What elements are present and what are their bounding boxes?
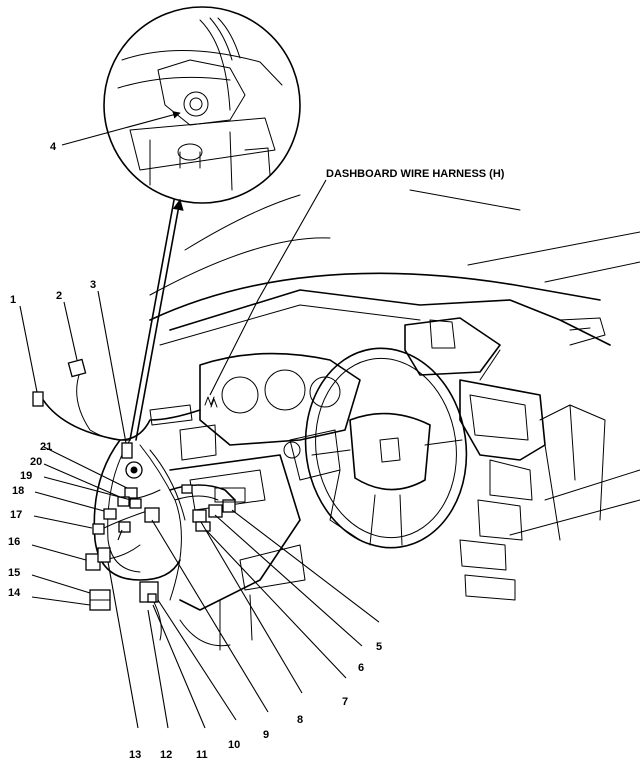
callout-10: 10 xyxy=(228,739,240,751)
connector-21 xyxy=(124,487,138,499)
connector-6 xyxy=(208,504,223,518)
callout-12: 12 xyxy=(160,749,172,761)
callout-5: 5 xyxy=(376,641,382,653)
callout-numbers: 1 2 3 4 5 6 7 8 9 10 11 12 13 14 15 16 1… xyxy=(8,141,382,761)
connector-5 xyxy=(222,499,236,513)
callout-21: 21 xyxy=(40,441,52,453)
connector-3 xyxy=(121,442,133,459)
callout-19: 19 xyxy=(20,470,32,482)
connector-17b xyxy=(92,523,105,535)
callout-6: 6 xyxy=(358,662,364,674)
connector-2 xyxy=(67,358,87,378)
callout-16: 16 xyxy=(8,536,20,548)
callout-8: 8 xyxy=(297,714,303,726)
connector-9 xyxy=(144,507,160,523)
callout-3: 3 xyxy=(90,279,96,291)
connector-20 xyxy=(117,496,130,507)
connectors xyxy=(32,358,246,611)
callout-14: 14 xyxy=(8,587,21,599)
callout-9: 9 xyxy=(263,729,269,741)
callout-11: 11 xyxy=(196,749,208,761)
connector-7 xyxy=(195,521,211,532)
callout-4: 4 xyxy=(50,141,57,153)
connector-18 xyxy=(103,508,117,520)
callout-18: 18 xyxy=(12,485,24,497)
harness-label: DASHBOARD WIRE HARNESS (H) xyxy=(326,168,505,180)
steering-wheel xyxy=(304,347,468,549)
connector-17 xyxy=(118,521,131,533)
dashboard-outline xyxy=(149,189,640,651)
callout-7: 7 xyxy=(342,696,348,708)
callout-1: 1 xyxy=(10,294,16,306)
inset-arrow xyxy=(135,198,184,441)
callout-17: 17 xyxy=(10,509,22,521)
connector-19 xyxy=(129,498,142,509)
connector-8 xyxy=(192,509,207,523)
callout-13: 13 xyxy=(129,749,141,761)
connector-13 xyxy=(97,547,111,563)
connector-1 xyxy=(32,391,44,407)
callout-2: 2 xyxy=(56,290,62,302)
callout-20: 20 xyxy=(30,456,42,468)
detail-inset xyxy=(103,6,301,204)
leader-lines xyxy=(19,111,380,729)
connector-11 xyxy=(147,593,157,603)
callout-15: 15 xyxy=(8,567,20,579)
